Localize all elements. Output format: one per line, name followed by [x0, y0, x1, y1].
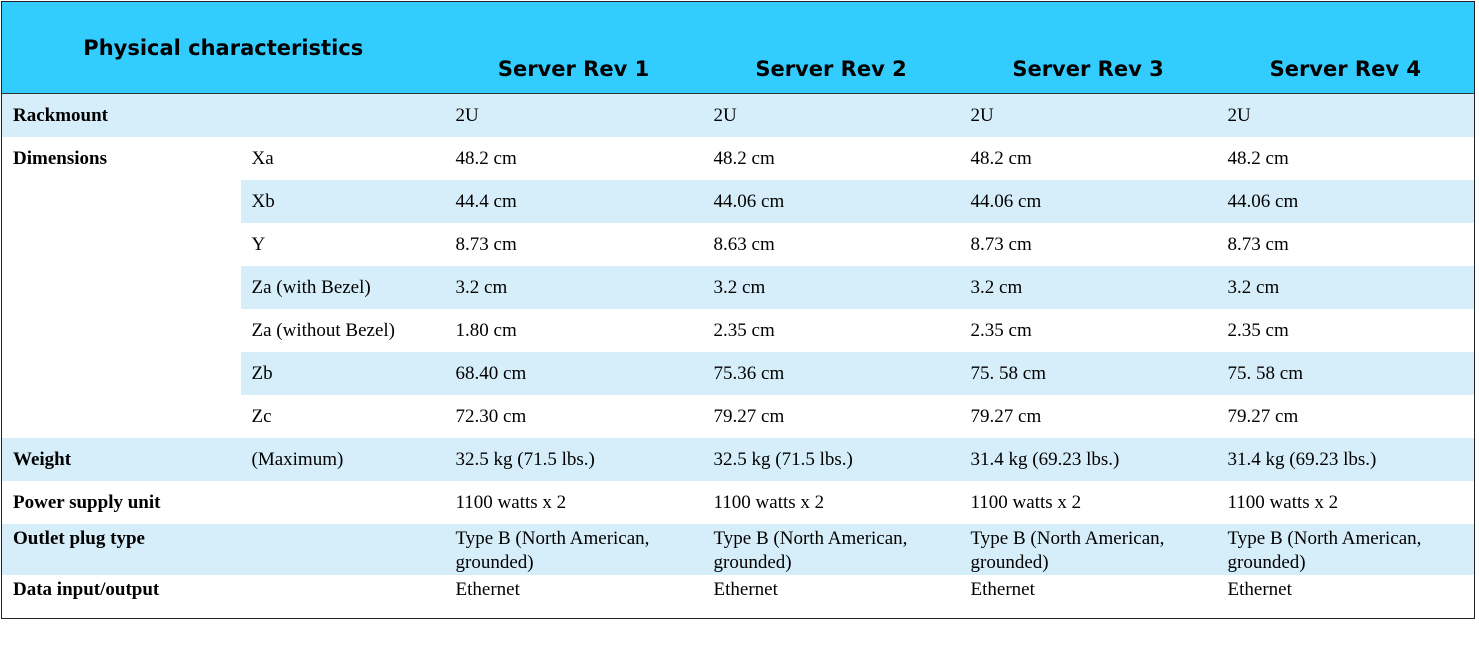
cell-server-rev-1: 8.73 cm	[455, 234, 517, 255]
cell-server-rev-4: 1100 watts x 2	[1227, 492, 1339, 513]
row-sublabel: Zc	[251, 406, 272, 427]
cell-server-rev-2: 32.5 kg (71.5 lbs.)	[702, 438, 960, 481]
table-row: Dimensions Xa 48.2 cm 48.2 cm 48.2 cm 48.2 cm	[2, 137, 1475, 180]
header-server-rev-3: Server Rev 3	[959, 1, 1217, 94]
cell-server-rev-1: 2U	[444, 93, 703, 137]
cell-server-rev-4: 79.27 cm	[1227, 406, 1299, 427]
header-row: Physical characteristics Server Rev 1 Se…	[1, 1, 1475, 94]
cell-server-rev-1: 32.5 kg (71.5 lbs.)	[444, 438, 703, 481]
table-row: Y 8.73 cm 8.63 cm 8.73 cm 8.73 cm	[2, 223, 1475, 266]
row-label: Rackmount	[1, 93, 241, 137]
row-sublabel	[241, 575, 445, 619]
cell-server-rev-4: 2.35 cm	[1227, 320, 1289, 341]
cell-server-rev-2: 8.63 cm	[713, 234, 775, 255]
cell-server-rev-1: 1100 watts x 2	[455, 492, 567, 513]
row-sublabel: Y	[251, 234, 266, 255]
row-sublabel: Za (without Bezel)	[251, 320, 396, 341]
cell-server-rev-3: 48.2 cm	[970, 148, 1032, 169]
cell-server-rev-4: 31.4 kg (69.23 lbs.)	[1216, 438, 1475, 481]
cell-server-rev-4: 3.2 cm	[1216, 266, 1475, 309]
cell-server-rev-4: Ethernet	[1227, 579, 1292, 600]
row-label: Dimensions	[13, 148, 107, 169]
cell-server-rev-2: Type B (North American, grounded)	[702, 524, 960, 575]
header-server-rev-2: Server Rev 2	[702, 1, 960, 94]
header-server-rev-4: Server Rev 4	[1216, 1, 1475, 94]
table-row: Power supply unit 1100 watts x 2 1100 watt…	[2, 481, 1475, 524]
cell-server-rev-2: 3.2 cm	[702, 266, 960, 309]
row-sublabel: Xb	[240, 180, 445, 223]
cell-server-rev-2: 1100 watts x 2	[713, 492, 825, 513]
cell-server-rev-2: 75.36 cm	[702, 352, 960, 395]
cell-server-rev-1: Type B (North American, grounded)	[444, 524, 703, 575]
cell-server-rev-3: 2U	[959, 93, 1217, 137]
row-label: Data input/output	[13, 579, 160, 600]
cell-server-rev-2: 48.2 cm	[713, 148, 775, 169]
cell-server-rev-3: Ethernet	[970, 579, 1035, 600]
cell-server-rev-3: 3.2 cm	[959, 266, 1217, 309]
cell-server-rev-1: 48.2 cm	[455, 148, 517, 169]
cell-server-rev-3: 75. 58 cm	[959, 352, 1217, 395]
row-label: Weight	[1, 438, 241, 481]
cell-server-rev-3: 79.27 cm	[970, 406, 1042, 427]
cell-server-rev-1: 3.2 cm	[444, 266, 703, 309]
row-sublabel	[240, 93, 445, 137]
row-sublabel	[241, 481, 445, 524]
table-row: Outlet plug type Type B (North American, …	[1, 524, 1475, 575]
cell-server-rev-4: 48.2 cm	[1227, 148, 1289, 169]
cell-server-rev-3: 2.35 cm	[970, 320, 1032, 341]
row-sublabel: Xa	[251, 148, 274, 169]
cell-server-rev-2: 2U	[702, 93, 960, 137]
cell-server-rev-1: 72.30 cm	[455, 406, 527, 427]
cell-server-rev-2: 2.35 cm	[713, 320, 775, 341]
cell-server-rev-3: 44.06 cm	[959, 180, 1217, 223]
cell-server-rev-4: Type B (North American, grounded)	[1216, 524, 1475, 575]
header-physical-characteristics: Physical characteristics	[1, 1, 445, 94]
cell-server-rev-2: Ethernet	[713, 579, 778, 600]
row-label: Outlet plug type	[1, 524, 241, 575]
cell-server-rev-1: 1.80 cm	[455, 320, 517, 341]
cell-server-rev-4: 44.06 cm	[1216, 180, 1475, 223]
cell-server-rev-4: 8.73 cm	[1227, 234, 1289, 255]
row-sublabel: Zb	[240, 352, 445, 395]
cell-server-rev-4: 75. 58 cm	[1216, 352, 1475, 395]
cell-server-rev-2: 79.27 cm	[713, 406, 785, 427]
cell-server-rev-4: 2U	[1216, 93, 1475, 137]
cell-server-rev-1: Ethernet	[455, 579, 520, 600]
row-label: Power supply unit	[13, 492, 161, 513]
row-sublabel: Za (with Bezel)	[240, 266, 445, 309]
cell-server-rev-3: 8.73 cm	[970, 234, 1032, 255]
cell-server-rev-3: Type B (North American, grounded)	[959, 524, 1217, 575]
cell-server-rev-3: 31.4 kg (69.23 lbs.)	[959, 438, 1217, 481]
table-row: Zc 72.30 cm 79.27 cm 79.27 cm 79.27 cm	[2, 395, 1475, 438]
row-sublabel	[240, 524, 445, 575]
table-row: Za (without Bezel) 1.80 cm 2.35 cm 2.35 cm 2…	[2, 309, 1475, 352]
table-row: Weight(Maximum)32.5 kg (71.5 lbs.)32.5 k…	[1, 438, 1475, 481]
header-server-rev-1: Server Rev 1	[444, 1, 703, 94]
cell-server-rev-2: 44.06 cm	[702, 180, 960, 223]
cell-server-rev-3: 1100 watts x 2	[970, 492, 1082, 513]
cell-server-rev-1: 44.4 cm	[444, 180, 703, 223]
table-row: Data input/output Ethernet Ethernet Etherne…	[2, 575, 1475, 619]
row-sublabel: (Maximum)	[240, 438, 445, 481]
physical-characteristics-table: Physical characteristics Server Rev 1 Se…	[1, 1, 1476, 619]
cell-server-rev-1: 68.40 cm	[444, 352, 703, 395]
